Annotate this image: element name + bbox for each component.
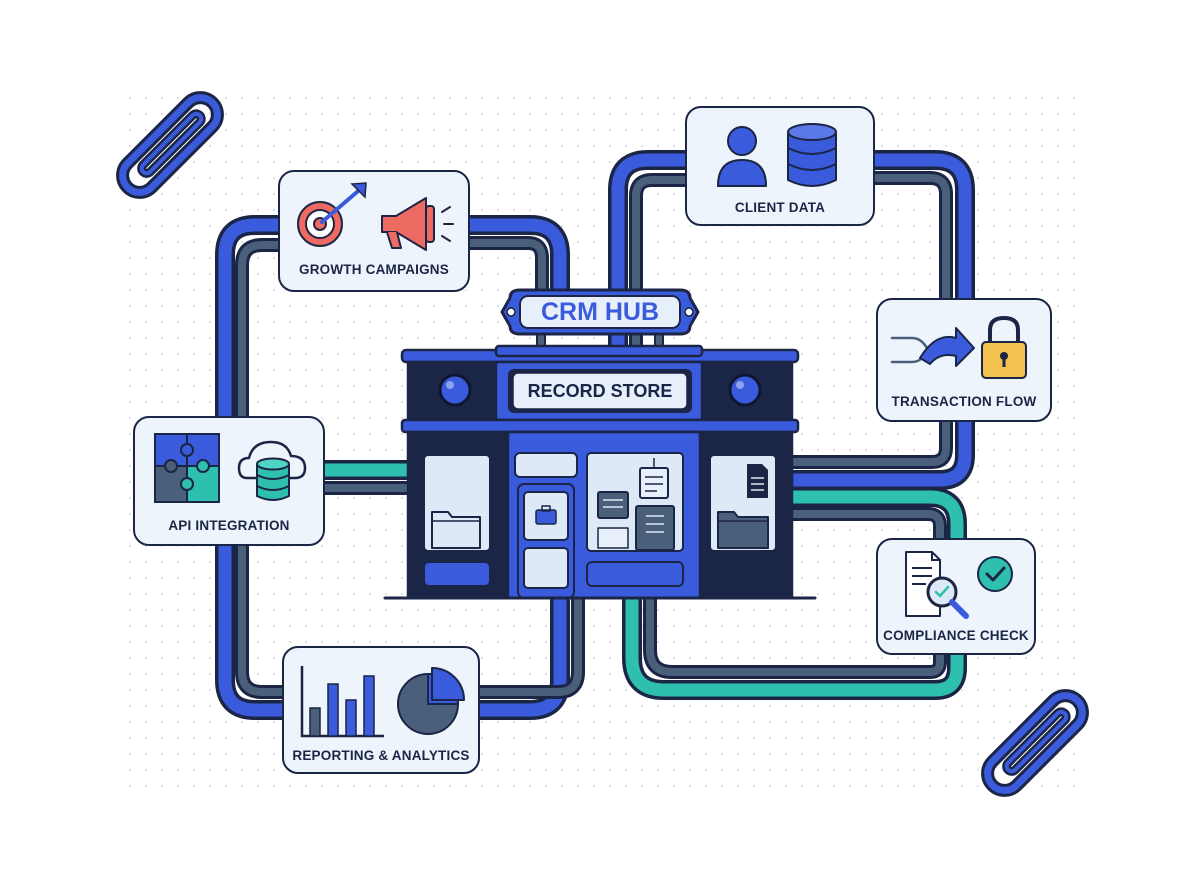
- pie-chart-icon: [397, 667, 465, 735]
- paperclip-icon: [116, 91, 224, 199]
- client-data-card: CLIENT DATA: [685, 106, 875, 226]
- api-integration-card: API INTEGRATION: [133, 416, 325, 546]
- connector-hub-compliance-loop: [622, 588, 967, 700]
- transaction-flow-label: TRANSACTION FLOW: [891, 394, 1037, 409]
- folder-icon: [717, 511, 769, 549]
- checkmark-icon: [977, 556, 1013, 592]
- connector-client-transaction: [865, 150, 975, 308]
- connector-api-hub: [315, 460, 420, 495]
- compliance-check-card: COMPLIANCE CHECK: [876, 538, 1036, 655]
- reporting-analytics-label: REPORTING & ANALYTICS: [292, 748, 470, 763]
- puzzle-icon: [154, 433, 220, 503]
- client-data-label: CLIENT DATA: [734, 200, 826, 215]
- crm-hub-title: CRM HUB: [540, 298, 660, 326]
- folder-icon: [431, 511, 481, 549]
- connector-hub-reporting: [470, 588, 585, 720]
- cloud-database-icon: [237, 440, 307, 501]
- transaction-flow-card: TRANSACTION FLOW: [876, 298, 1052, 422]
- growth-campaigns-card: GROWTH CAMPAIGNS: [278, 170, 470, 292]
- connector-hub-compliance: [780, 487, 967, 548]
- connector-client-hub: [608, 150, 695, 360]
- database-icon: [787, 123, 837, 187]
- crm-hub-sign: [500, 288, 700, 336]
- paperclip-icon: [981, 689, 1089, 797]
- flow-arrow-icon: [890, 327, 975, 367]
- compliance-check-label: COMPLIANCE CHECK: [883, 628, 1029, 643]
- document-search-icon: [905, 551, 969, 619]
- growth-campaigns-label: GROWTH CAMPAIGNS: [299, 262, 449, 277]
- connector-transaction-hub: [780, 412, 975, 490]
- briefcase-icon: [535, 505, 557, 525]
- record-store-building: [383, 288, 817, 600]
- api-integration-label: API INTEGRATION: [168, 518, 290, 533]
- clipboard-icon: [639, 458, 669, 499]
- bar-chart-icon: [300, 666, 384, 738]
- connector-growth-hub: [460, 215, 570, 310]
- megaphone-icon: [381, 197, 454, 251]
- reporting-analytics-card: REPORTING & ANALYTICS: [282, 646, 480, 774]
- note-icon: [597, 491, 629, 519]
- filing-cabinet-icon: [635, 505, 675, 551]
- padlock-icon: [981, 315, 1027, 379]
- document-icon: [747, 464, 768, 498]
- record-store-sign: RECORD STORE: [527, 381, 673, 401]
- user-icon: [717, 126, 767, 187]
- target-arrow-icon: [297, 182, 367, 247]
